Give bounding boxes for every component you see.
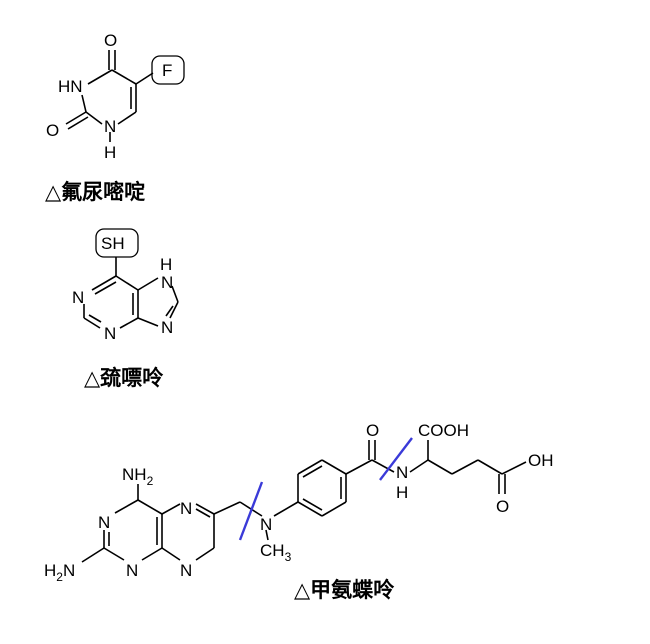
bond [273,501,299,517]
atom-hn: HN [58,77,83,96]
bond [117,111,137,125]
atom-n: N [161,273,173,292]
bond [477,459,503,475]
atom-h: H [396,483,408,502]
bond [297,501,323,517]
atom-oh: OH [528,451,554,470]
cleavage-mark [379,437,413,481]
fluorouracil-structure: O HN F O N H △氟尿嘧啶 [45,31,185,204]
atom-nh2: NH2 [122,465,154,488]
bond [65,111,87,125]
caption-mercaptopurine: △巯嘌呤 [84,366,164,390]
atom-n: N [98,513,110,532]
bond [91,275,117,291]
bond [265,529,269,541]
bond [409,459,429,473]
bond [161,503,181,515]
caption-methotrexate: △甲氨蝶呤 [294,578,395,602]
bond [141,547,163,561]
bond [137,277,159,291]
bond [111,69,137,85]
bond [115,275,139,291]
atom-h: H [104,143,116,162]
bond [161,547,181,561]
bond [321,459,347,475]
bond [501,461,527,475]
atom-h2n: H2N [44,561,75,584]
bond [195,508,211,518]
bond [345,459,373,475]
atom-n: N [396,463,408,482]
highlight-box [95,228,139,258]
cleavage-mark [238,481,264,541]
bond [165,305,174,317]
bond [371,459,395,473]
bond [114,499,139,514]
bond [85,111,103,125]
atom-o: O [46,121,59,140]
methotrexate-structure: NH2 N N N N H2N N CH3 O COOH N H OH O △甲… [44,421,554,602]
bond [94,281,117,295]
bond [451,459,479,475]
bond [137,499,163,515]
atom-n: N [161,318,173,337]
caption-fluorouracil: △氟尿嘧啶 [45,180,145,204]
bond [427,459,453,475]
bond [103,547,125,561]
atom-ch3: CH3 [260,541,292,564]
atom-n: N [180,499,192,518]
atom-f: F [162,61,172,80]
bond [171,285,179,303]
bond [135,72,154,85]
bond [213,501,241,515]
bond [87,69,113,85]
atom-o: O [366,421,379,440]
atom-sh: SH [101,234,125,253]
bond [81,547,105,563]
mercaptopurine-structure: SH H N N N N △巯嘌呤 [72,228,179,390]
atom-h: H [160,255,172,274]
bond [81,94,87,113]
bond [195,547,215,561]
bond [297,459,323,475]
atom-n: N [126,561,138,580]
atom-o: O [104,31,117,50]
atom-n: N [260,515,272,534]
atom-n: N [104,117,116,136]
atom-cooh: COOH [418,421,469,440]
highlight-box [151,55,185,85]
bond [302,498,323,511]
bond [321,501,347,517]
atom-n: N [72,288,84,307]
bond [83,317,101,329]
bond [195,503,215,515]
bond [119,317,139,329]
bond [137,317,159,327]
bond [88,314,102,323]
atom-n: N [180,561,192,580]
atom-o: O [496,497,509,516]
atom-n: N [104,324,116,343]
bond [169,301,179,319]
bond [302,465,323,478]
bond [67,116,89,130]
